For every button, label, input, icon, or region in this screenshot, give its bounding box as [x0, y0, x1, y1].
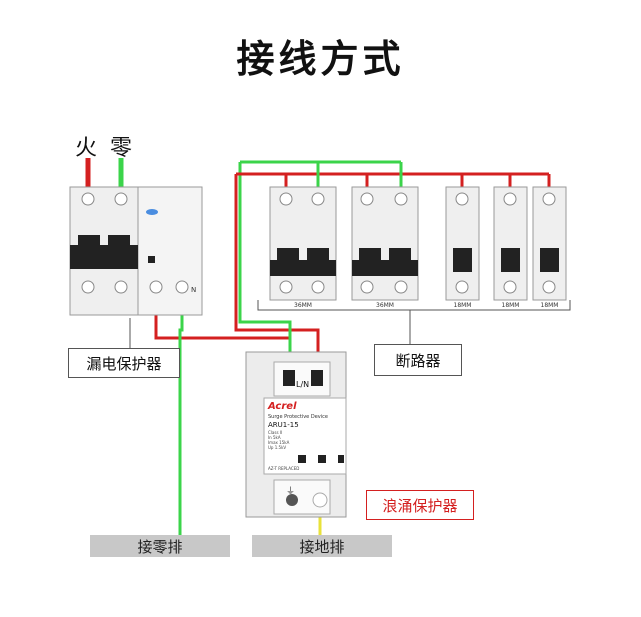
ground-symbol-icon: ⏚	[286, 487, 296, 497]
rcd-neutral-to-bar-wire	[178, 290, 184, 535]
neutral-phase-label: 零	[110, 136, 133, 161]
breaker-dim-5: 18MM	[540, 302, 559, 309]
spd-terminal-label: L/N	[296, 380, 310, 389]
page-title: 接线方式	[236, 37, 405, 81]
rcd-device	[69, 186, 203, 316]
spd-spec-list: Class II In 5kA Imax 15kA Up 1.5kV	[268, 430, 328, 450]
spd-spec-line: Class II	[268, 430, 283, 435]
breaker-dim-3: 18MM	[453, 302, 472, 309]
spd-model: ARU1-15	[268, 421, 299, 429]
breaker-dim-2: 36MM	[376, 302, 394, 309]
live-phase-label: 火	[75, 136, 98, 161]
breakers-label: 断路器	[374, 344, 462, 376]
leakage-protector-label: 漏电保护器	[68, 348, 180, 378]
surge-protector-label: 浪涌保护器	[366, 490, 474, 520]
spd-spec-line: In 5kA	[268, 435, 281, 440]
breaker-dim-4: 18MM	[501, 302, 520, 309]
breaker-group	[257, 186, 571, 344]
ground-bar-label: 接地排	[252, 535, 392, 557]
spd-footer: AZ-T REPLACED	[268, 466, 300, 471]
neutral-bus-to-spd-wire	[238, 162, 292, 376]
spd-subtitle: Surge Protective Device	[268, 414, 328, 420]
breaker-dim-1: 36MM	[294, 302, 312, 309]
rcd-neutral-mark: N	[191, 286, 197, 294]
surge-protector-device	[245, 351, 347, 518]
neutral-bar-label: 接零排	[90, 535, 230, 557]
spd-brand: Acrel	[268, 401, 297, 412]
spd-spec-line: Up 1.5kV	[268, 445, 287, 450]
spd-spec-line: Imax 15kA	[268, 440, 290, 445]
